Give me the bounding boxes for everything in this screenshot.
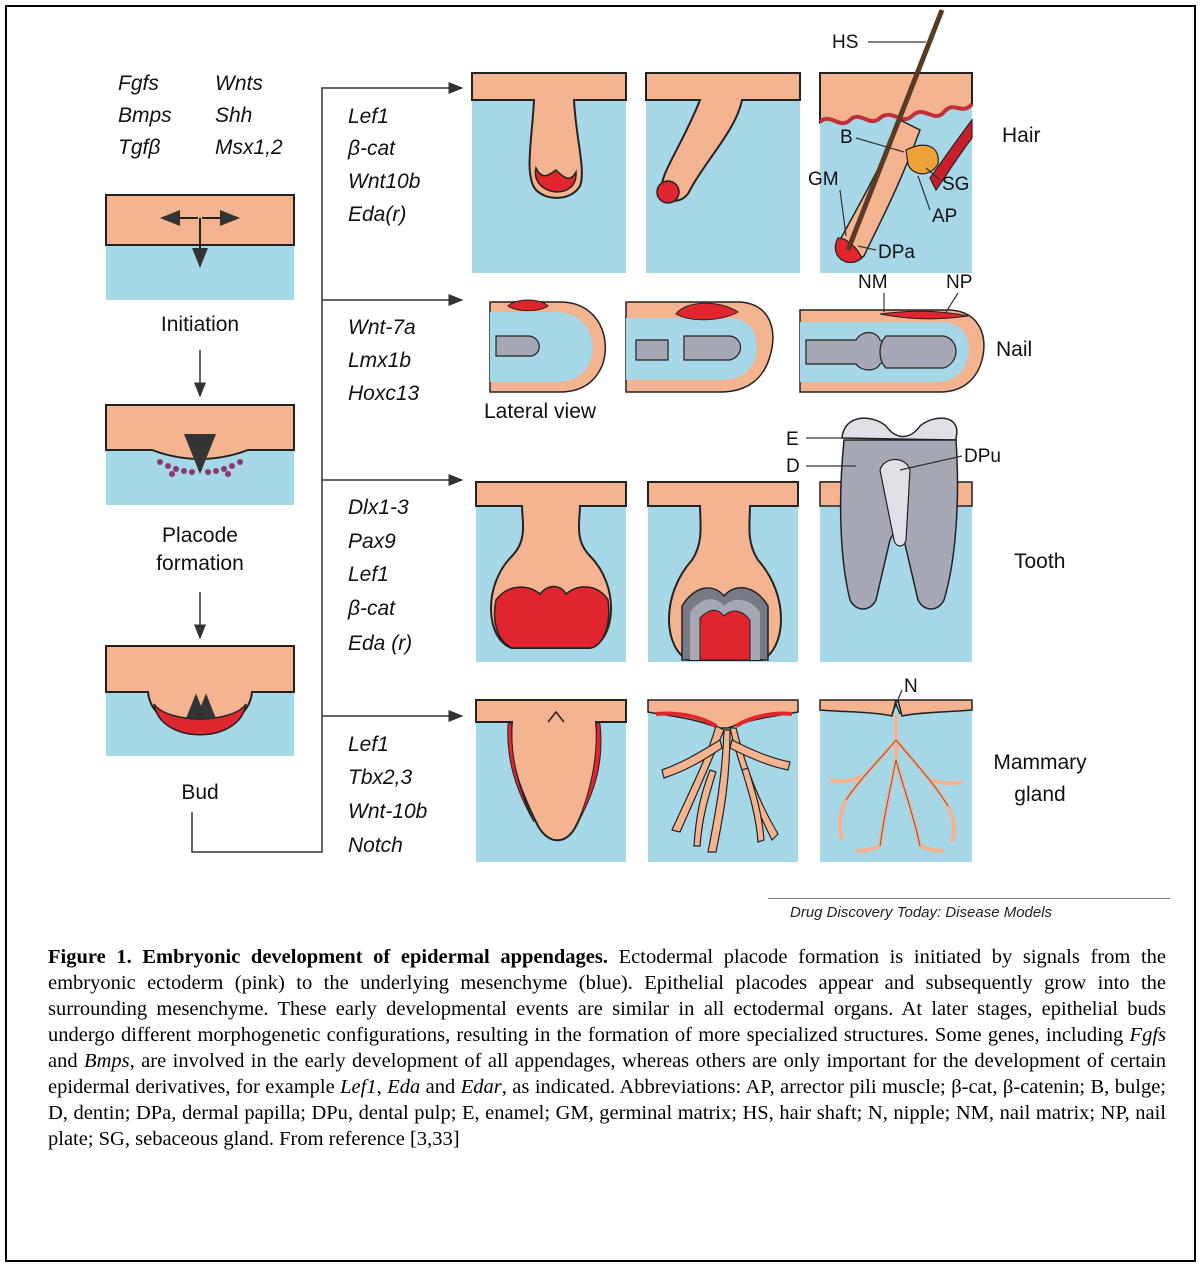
gene-nail-2: Lmx1b [348,349,411,372]
caption-lef1: Lef1 [340,1076,376,1098]
nail-stage-2 [626,302,773,392]
tooth-stage-2 [648,482,798,662]
label-d: D [786,456,800,477]
label-gm: GM [808,169,839,190]
genes-mammary-list: Lef1 Tbx2,3 Wnt-10b Notch [348,733,428,857]
label-dpa: DPa [878,242,915,263]
caption-eda: Eda [387,1076,420,1098]
stage-placode-1: Placode [162,524,238,547]
organ-tooth: Tooth [1014,550,1065,573]
tooth-stage-1 [476,482,626,662]
caption-edar: Edar [461,1076,502,1098]
caption-and-1: and [48,1050,84,1072]
label-dpu: DPu [964,446,1001,467]
caption-bmps: Bmps [84,1050,130,1072]
label-sg: SG [942,174,969,195]
stage-placode-2: formation [156,552,244,575]
signal-shh: Shh [215,104,252,127]
bud-panel [106,646,294,756]
gene-hair-3: Wnt10b [348,170,421,193]
signal-bmps: Bmps [118,104,172,127]
label-n: N [904,676,918,697]
source-credit: Drug Discovery Today: Disease Models [790,904,1052,921]
organ-mammary-2: gland [1014,783,1065,806]
genes-hair-list: Lef1 β-cat Wnt10b Eda(r) [347,105,421,226]
initiation-panel [106,195,294,300]
genes-nail-list: Wnt-7a Lmx1b Hoxc13 [348,316,420,405]
gene-tooth-5: Eda (r) [348,632,412,655]
caption-fgfs: Fgfs [1130,1024,1166,1046]
gene-hair-4: Eda(r) [348,203,406,226]
label-hs: HS [832,32,858,53]
label-b: B [840,127,853,148]
early-signals: Fgfs Wnts Bmps Shh Tgfβ Msx1,2 [118,72,283,159]
nail-labels: NM NP [858,272,972,312]
placode-panel [106,405,294,505]
gene-nail-3: Hoxc13 [348,382,420,405]
gene-tooth-3: Lef1 [348,563,389,586]
label-nm: NM [858,272,888,293]
gene-mammary-2: Tbx2,3 [348,766,413,789]
gene-mammary-4: Notch [348,834,403,857]
stage-initiation: Initiation [161,313,239,336]
label-ap: AP [932,206,957,227]
nail-stage-1 [490,300,605,392]
caption-comma: , [377,1076,388,1098]
genes-tooth-list: Dlx1-3 Pax9 Lef1 β-cat Eda (r) [347,496,412,655]
gene-tooth-1: Dlx1-3 [348,496,409,519]
nail-stage-3 [800,310,984,392]
hair-stage-2 [646,73,800,273]
signal-tgfb: Tgfβ [118,136,160,159]
mammary-stage-3 [820,700,972,862]
signal-fgfs: Fgfs [118,72,159,95]
gene-mammary-1: Lef1 [348,733,389,756]
signal-msx: Msx1,2 [215,136,283,159]
stage-bud: Bud [181,781,218,804]
tooth-stage-3 [820,418,972,662]
label-np: NP [946,272,972,293]
label-lateral-view: Lateral view [484,400,597,423]
gene-hair-1: Lef1 [348,105,389,128]
organ-nail: Nail [996,338,1032,361]
gene-tooth-4: β-cat [347,597,396,620]
organ-mammary-1: Mammary [993,751,1087,774]
gene-mammary-3: Wnt-10b [348,800,428,823]
caption-and-2: and [420,1076,461,1098]
signal-wnts: Wnts [215,72,263,95]
caption-title: Figure 1. Embryonic development of epide… [48,946,608,968]
source-rule [768,898,1170,899]
label-e: E [786,429,799,450]
organ-hair: Hair [1002,124,1041,147]
gene-nail-1: Wnt-7a [348,316,416,339]
gene-hair-2: β-cat [347,137,396,160]
mammary-stage-1 [476,700,626,862]
hair-stage-1 [472,73,626,273]
gene-tooth-2: Pax9 [348,530,396,553]
mammary-stage-2 [648,700,798,862]
figure-caption: Figure 1. Embryonic development of epide… [48,944,1166,1152]
